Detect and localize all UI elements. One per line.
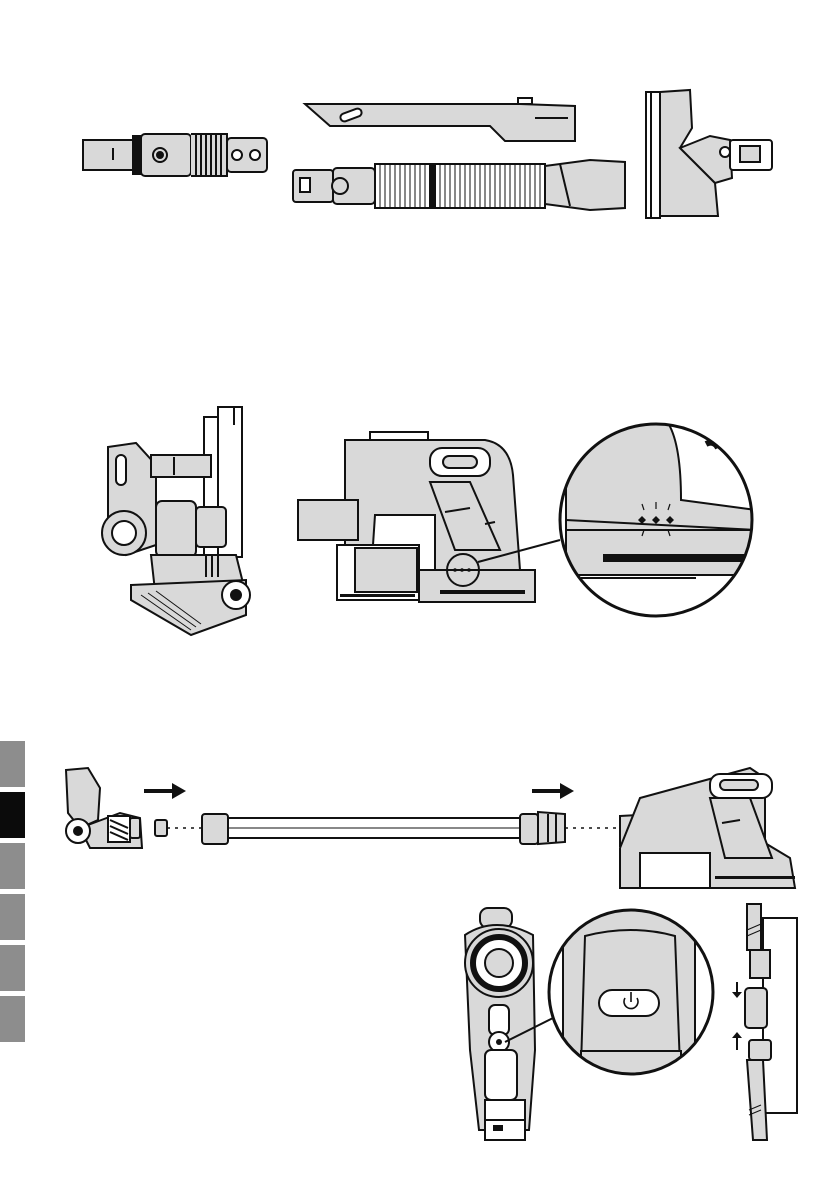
accessory-adapter-figure bbox=[80, 128, 270, 180]
section-tabs bbox=[0, 741, 25, 1047]
floor-brush-parked-figure bbox=[96, 405, 266, 637]
battery-led-zoom-figure bbox=[556, 420, 756, 620]
section-tab-6[interactable] bbox=[0, 996, 25, 1042]
section-tab-2-active[interactable] bbox=[0, 792, 25, 838]
tool-attach-figure bbox=[725, 900, 805, 1145]
section-tab-5[interactable] bbox=[0, 945, 25, 991]
handheld-unit-side-figure bbox=[295, 430, 545, 610]
crevice-tool-figure bbox=[300, 96, 580, 146]
mini-brush-figure bbox=[640, 88, 775, 223]
section-tab-1[interactable] bbox=[0, 741, 25, 787]
power-button-zoom-figure bbox=[545, 906, 717, 1078]
section-tab-4[interactable] bbox=[0, 894, 25, 940]
power-button-view-figure bbox=[455, 905, 555, 1143]
flexible-hose-figure bbox=[290, 150, 630, 220]
section-tab-3[interactable] bbox=[0, 843, 25, 889]
assembly-sequence-figure bbox=[60, 758, 800, 888]
